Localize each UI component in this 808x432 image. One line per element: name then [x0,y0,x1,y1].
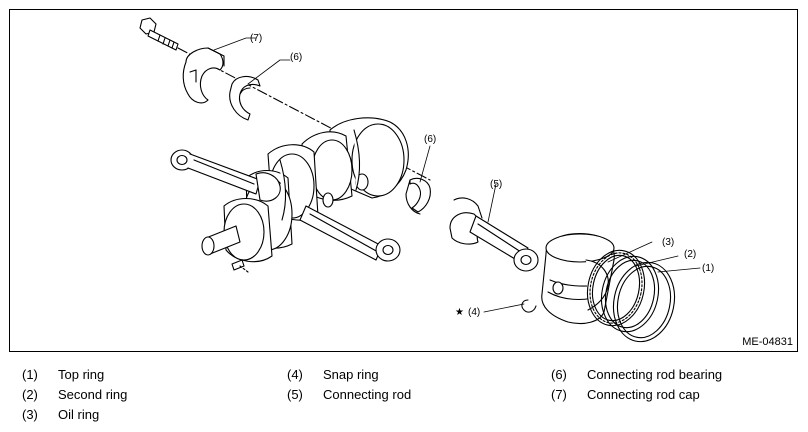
piston [541,233,615,325]
snap-ring [521,299,537,313]
connecting-rod-separate [449,197,539,272]
connecting-rod-left-pair [170,149,281,202]
callout-5: (5) [490,179,502,190]
legend-label: Connecting rod bearing [587,367,723,382]
legend-label: Connecting rod cap [587,387,700,402]
callout-4: (4) [468,307,480,318]
parts-legend: (1) Top ring (2) Second ring (3) Oil rin… [0,362,808,432]
top-ring [612,261,676,343]
legend-number: (7) [551,387,567,402]
legend-label: Oil ring [58,407,100,422]
legend-label: Top ring [58,367,105,382]
bearing-half-middle [405,177,431,215]
legend-label: Snap ring [323,367,379,382]
legend-label: Second ring [58,387,128,402]
callout-7: (7) [250,33,262,44]
connecting-rod-lower [299,205,401,262]
exploded-view-figure: (7) (6) (6) (5) (3) (2) (1) ★ (4) ME-048… [9,9,798,352]
bearing-half-upper [229,75,261,121]
connecting-rod-bolt [139,17,179,51]
callout-3: (3) [662,237,674,248]
legend-number: (4) [287,367,303,382]
oil-ring [586,249,646,327]
legend-number: (5) [287,387,303,402]
legend-number: (6) [551,367,567,382]
figure-code: ME-04831 [742,336,793,348]
star-mark: ★ [455,307,464,318]
callout-6-top: (6) [290,52,302,63]
leader-lines [213,37,701,313]
callout-2: (2) [684,249,696,260]
callout-6-middle: (6) [424,134,436,145]
legend-number: (1) [22,367,38,382]
callout-1: (1) [702,263,714,274]
woodruff-key [231,259,245,271]
exploded-view-drawing: (7) (6) (6) (5) (3) (2) (1) ★ (4) [139,17,714,343]
connecting-rod-cap [182,47,225,104]
legend-number: (3) [22,407,38,422]
legend-label: Connecting rod [323,387,412,402]
crankshaft [201,117,409,263]
legend-number: (2) [22,387,38,402]
